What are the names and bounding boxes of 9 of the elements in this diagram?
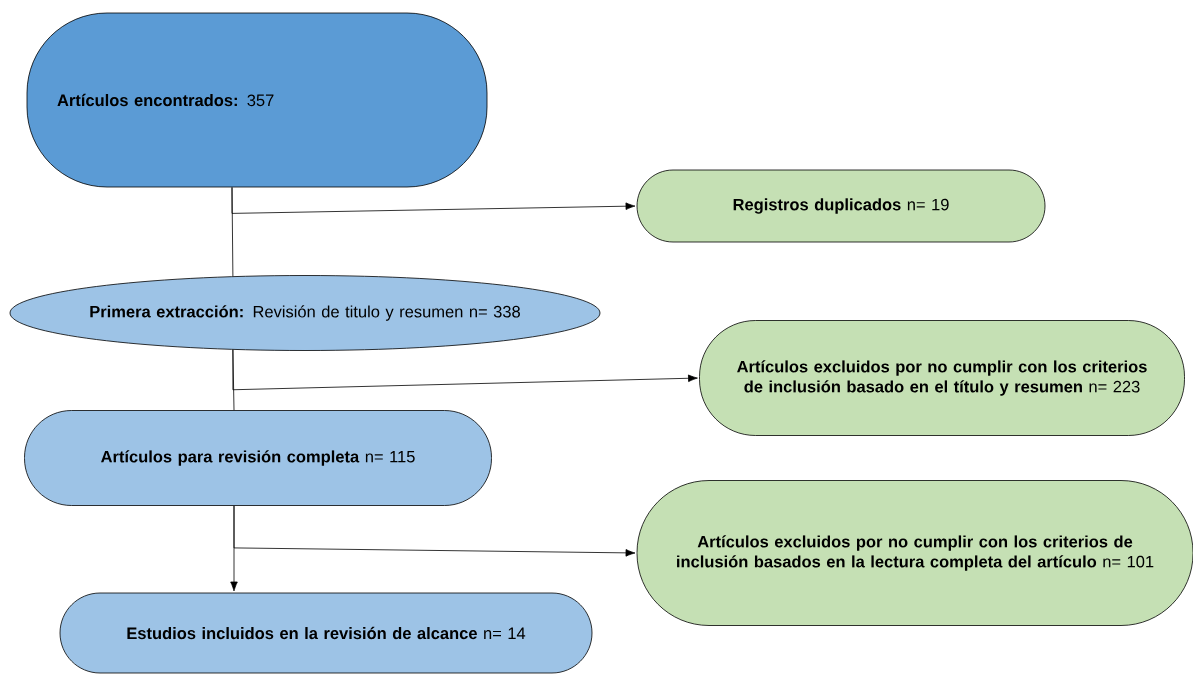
process-box: Artículos encontrados: 357 [26, 12, 488, 188]
process-box: Artículos excluidos por no cumplir con los criterios de inclusión basado en el título y resumen n= 223 [699, 320, 1185, 436]
process-box: Registros duplicados n= 19 [636, 169, 1046, 243]
arrow [233, 505, 636, 557]
arrow [231, 187, 636, 214]
process-box: Artículos excluidos por no cumplir con los criterios de inclusión basados en la lectura completa del artículo n= 101 [636, 480, 1193, 626]
process-box: Estudios incluidos en la revisión de alcance n= 14 [59, 592, 593, 674]
process-box: Artículos para revisión completa n= 115 [24, 410, 492, 506]
arrow [232, 349, 698, 391]
